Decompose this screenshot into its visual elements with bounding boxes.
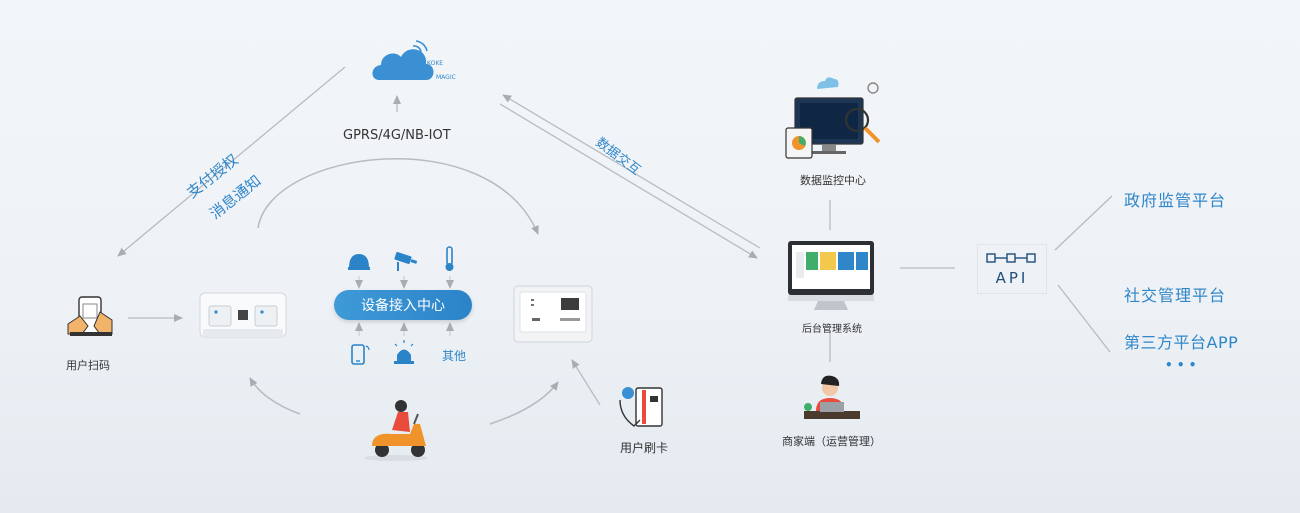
- cloud-tag-2: MAGIC: [436, 74, 456, 81]
- alarm-light-icon: [394, 340, 414, 364]
- user-card-label: 用户刷卡: [620, 441, 669, 455]
- connector-scooter-to-socket: [489, 381, 559, 425]
- network-label: GPRS/4G/NB-IOT: [343, 128, 451, 143]
- connector-cloud-to-backend: [499, 103, 758, 259]
- charging-device-icon: [199, 292, 287, 338]
- cloud-icon: [372, 40, 434, 80]
- card-payment-icon: [619, 387, 663, 427]
- merchant-person-icon: [804, 375, 860, 419]
- platform-third-party: 第三方平台APP: [1124, 333, 1239, 352]
- connector-card-to-socket: [571, 359, 601, 406]
- phone-scan-icon: [67, 296, 113, 336]
- backend-label: 后台管理系统: [802, 324, 862, 335]
- meter-dome-icon: [348, 254, 370, 270]
- connector-cloud-to-user-scan: [117, 66, 346, 257]
- platform-gov: 政府监管平台: [1124, 191, 1227, 210]
- api-box: API: [977, 244, 1047, 294]
- scooter-rider-icon: [364, 400, 428, 461]
- connector-scooter-to-device: [249, 377, 301, 415]
- connector-api-to-gov: [1054, 195, 1113, 251]
- data-center-label: 数据监控中心: [800, 174, 866, 187]
- wall-socket-icon: [513, 285, 593, 343]
- connector-backend-to-cloud: [502, 94, 761, 249]
- mobile-phone-icon: [351, 344, 370, 365]
- connector-api-to-third: [1057, 284, 1111, 353]
- thermometer-icon: [445, 246, 454, 271]
- device-access-hub: 设备接入中心: [334, 290, 472, 320]
- api-chain-icon: [986, 253, 1036, 263]
- other-label: 其他: [442, 349, 467, 363]
- backend-monitor-icon: [788, 241, 874, 310]
- connector-network-arc: [257, 157, 539, 235]
- user-scan-label: 用户扫码: [66, 359, 110, 372]
- camera-icon: [394, 251, 418, 271]
- ellipsis: • • •: [1165, 358, 1197, 372]
- api-label: API: [995, 269, 1029, 287]
- platform-social: 社交管理平台: [1124, 286, 1227, 305]
- cloud-tag-1: KOKE: [427, 60, 444, 67]
- merchant-label: 商家端（运营管理）: [782, 435, 881, 448]
- monitoring-screen-icon: [785, 77, 881, 159]
